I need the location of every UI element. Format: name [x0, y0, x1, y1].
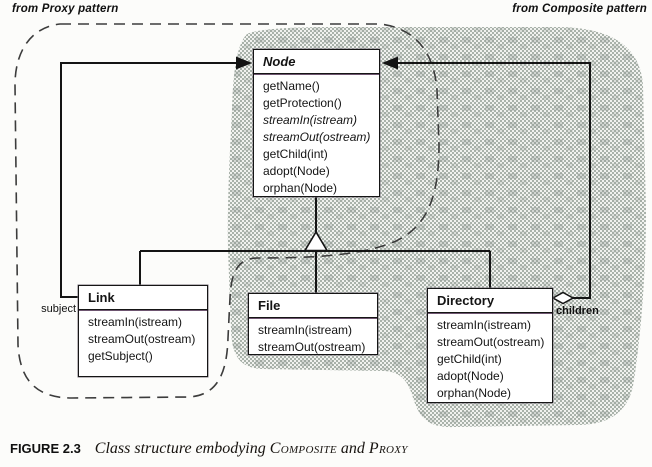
method-orphan: orphan(Node) [437, 386, 512, 400]
class-methods-link: streamIn(istream) streamOut(ostream) get… [79, 310, 207, 367]
method-getsubject: getSubject() [88, 349, 153, 363]
children-role-label: children [556, 305, 599, 317]
method-streamin: streamIn(istream) [437, 318, 532, 332]
method-streamout: streamOut(ostream) [88, 332, 196, 346]
class-methods-directory: streamIn(istream) streamOut(ostream) get… [428, 313, 552, 404]
method-getname: getName() [263, 79, 320, 93]
caption-text: Class structure embodying [94, 440, 266, 457]
children-association-line [396, 62, 591, 299]
method-getchild: getChild(int) [263, 147, 328, 161]
proxy-region-boundary [14, 23, 440, 399]
method-getchild: getChild(int) [437, 352, 502, 366]
method-streamout: streamOut(ostream) [258, 340, 366, 354]
class-name-file: File [249, 294, 377, 318]
method-streamin: streamIn(istream) [258, 323, 353, 337]
method-streamin: streamIn(istream) [263, 113, 358, 127]
class-box-directory: Directory streamIn(istream) streamOut(os… [427, 288, 553, 403]
method-orphan: orphan(Node) [263, 181, 338, 195]
figure-caption: FIGURE 2.3 Class structure embodying Comp… [10, 440, 650, 458]
class-box-link: Link streamIn(istream) streamOut(ostream… [78, 285, 208, 377]
class-box-node: Node getName() getProtection() streamIn(… [253, 49, 380, 197]
subject-role-label: subject [41, 303, 76, 315]
composite-region-label: from Composite pattern [512, 3, 647, 15]
figure-number: FIGURE 2.3 [10, 441, 81, 456]
class-name-directory: Directory [428, 289, 552, 313]
caption-pattern-proxy: Proxy [368, 440, 408, 457]
method-streamout: streamOut(ostream) [263, 130, 371, 144]
method-adopt: adopt(Node) [263, 164, 330, 178]
subject-arrowhead [236, 56, 252, 70]
caption-pattern-composite: Composite [269, 440, 337, 457]
class-name-link: Link [79, 286, 207, 310]
class-name-node: Node [254, 50, 379, 74]
method-streamin: streamIn(istream) [88, 315, 183, 329]
class-box-file: File streamIn(istream) streamOut(ostream… [248, 293, 378, 355]
class-methods-node: getName() getProtection() streamIn(istre… [254, 74, 379, 199]
proxy-region-label: from Proxy pattern [12, 3, 119, 15]
method-adopt: adopt(Node) [437, 369, 504, 383]
class-methods-file: streamIn(istream) streamOut(ostream) [249, 318, 377, 358]
method-getprotection: getProtection() [263, 96, 342, 110]
aggregation-diamond [551, 291, 575, 305]
method-streamout: streamOut(ostream) [437, 335, 545, 349]
caption-conjunction: and [340, 440, 365, 457]
subject-association-line [60, 62, 238, 298]
children-arrowhead [382, 56, 398, 70]
